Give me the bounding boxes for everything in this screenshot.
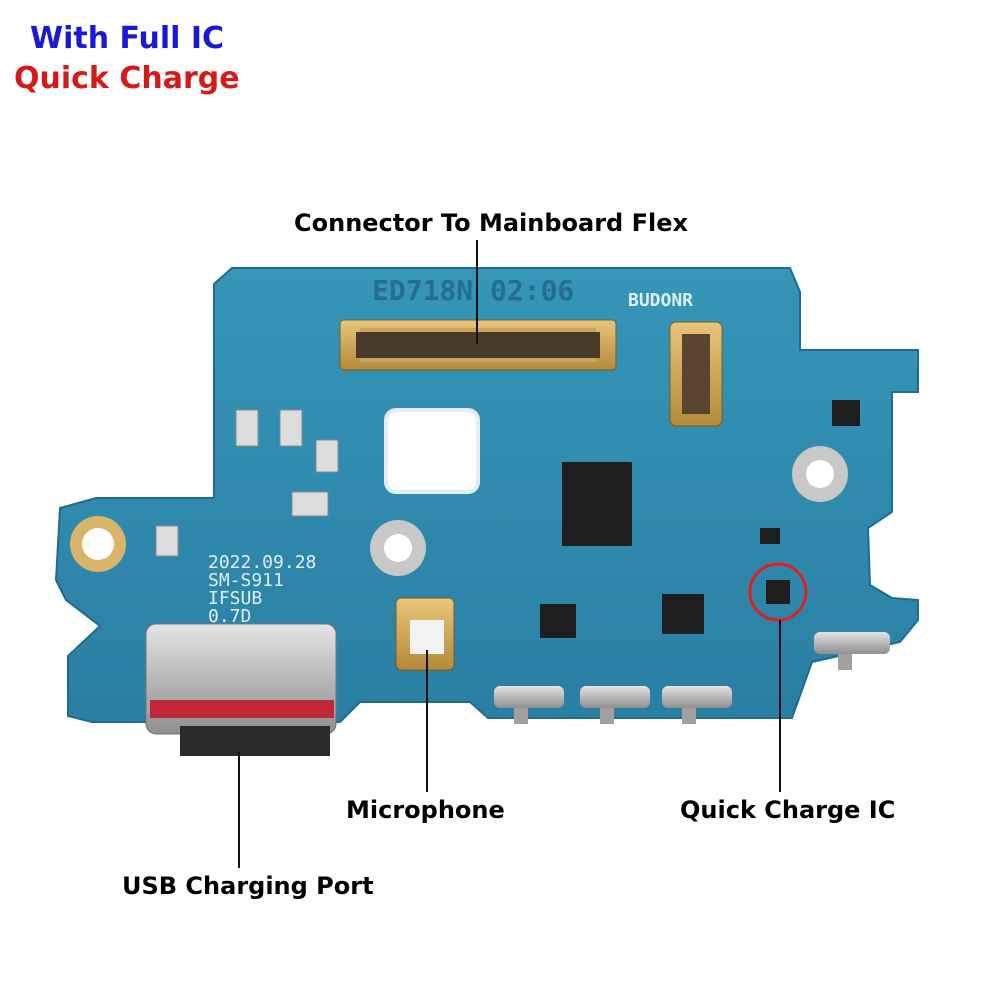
- label-microphone: Microphone: [346, 796, 505, 824]
- ic-3: [540, 604, 576, 638]
- label-connector: Connector To Mainboard Flex: [294, 209, 688, 237]
- contact-pad-2: [580, 686, 650, 724]
- silkscreen-code: IFSUB: [208, 588, 262, 609]
- quick-charge-chip: [766, 580, 790, 604]
- mainboard-flex-connector: [339, 319, 617, 371]
- contact-pad-3: [662, 686, 732, 724]
- silkscreen-date: 2022.09.28: [208, 552, 316, 573]
- feature-line-quick-charge: Quick Charge: [14, 61, 240, 96]
- secondary-connector: [669, 321, 723, 427]
- usb-c-port: [145, 623, 337, 756]
- ic-4: [832, 400, 860, 426]
- ic-2: [662, 594, 704, 634]
- main-ic: [562, 462, 632, 546]
- smd-components: [155, 409, 339, 557]
- leader-usb-port: [238, 752, 240, 868]
- microphone-component: [395, 597, 455, 671]
- mount-hole-center: [370, 520, 426, 576]
- contact-pad-4: [814, 632, 890, 670]
- leader-quick-charge-ic: [779, 620, 781, 792]
- quick-charge-highlight: [748, 562, 808, 622]
- mount-hole-right: [792, 446, 848, 502]
- label-quick-charge-ic: Quick Charge IC: [680, 796, 896, 824]
- feature-line-full-ic: With Full IC: [30, 21, 225, 56]
- ic-5: [760, 528, 780, 544]
- silkscreen-right: BUDONR: [628, 290, 693, 311]
- mount-hole-left: [70, 516, 126, 572]
- leader-connector: [476, 240, 478, 344]
- board-cutout: [384, 408, 480, 494]
- silkscreen-model: SM-S911: [208, 570, 284, 591]
- leader-microphone: [426, 650, 428, 792]
- silkscreen-top: ED718N 02:06: [372, 274, 574, 307]
- silkscreen-version: 0.7D: [208, 606, 251, 627]
- label-usb-port: USB Charging Port: [122, 872, 374, 900]
- contact-pad-1: [494, 686, 564, 724]
